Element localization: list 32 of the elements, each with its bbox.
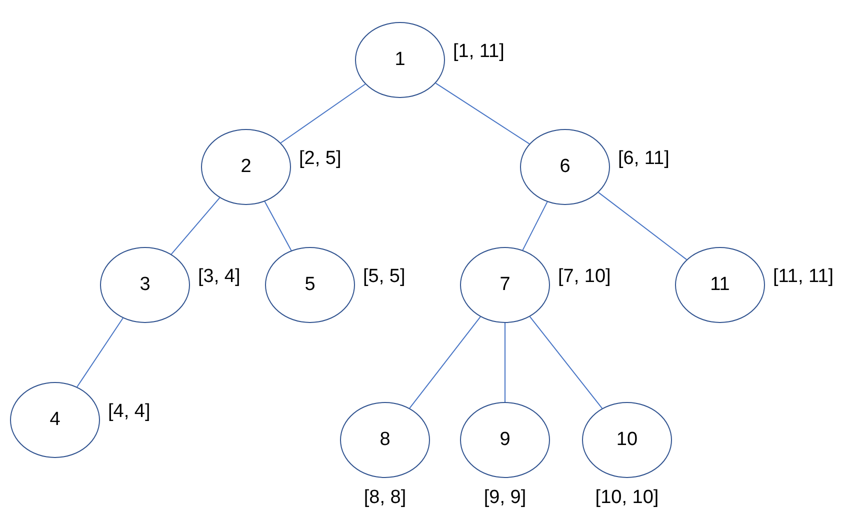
node-number: 5 bbox=[304, 272, 316, 297]
connector-line bbox=[435, 82, 530, 144]
node-number: 4 bbox=[50, 408, 60, 432]
node-number: 11 bbox=[710, 272, 730, 297]
node-number: 8 bbox=[380, 428, 390, 452]
interval-label: [6, 11] bbox=[618, 147, 670, 171]
connector-line bbox=[529, 316, 603, 409]
node-number: 6 bbox=[560, 154, 570, 179]
node-number: 3 bbox=[140, 272, 150, 297]
interval-label: [5, 5] bbox=[363, 265, 406, 289]
interval-label: [4, 4] bbox=[108, 400, 150, 424]
interval-label: [10, 10] bbox=[594, 486, 660, 510]
interval-label: [9, 9] bbox=[482, 486, 528, 510]
connector-line bbox=[522, 201, 548, 251]
interval-label: [2, 5] bbox=[299, 147, 342, 171]
interval-label: [7, 10] bbox=[558, 265, 611, 289]
node-number: 2 bbox=[240, 154, 252, 179]
connector-line bbox=[170, 197, 220, 255]
interval-label: [1, 11] bbox=[453, 40, 504, 64]
interval-label: [3, 4] bbox=[198, 265, 240, 289]
connector-line bbox=[76, 318, 124, 388]
interval-label: [8, 8] bbox=[362, 486, 408, 510]
node-number: 9 bbox=[500, 428, 510, 452]
connector-line bbox=[409, 316, 481, 409]
node-number: 1 bbox=[394, 48, 406, 72]
interval-label: [11, 11] bbox=[773, 265, 834, 289]
connector-line bbox=[280, 84, 366, 144]
node-number: 7 bbox=[500, 272, 510, 297]
node-number: 10 bbox=[616, 428, 638, 452]
connector-line bbox=[264, 201, 292, 251]
connector-line bbox=[504, 322, 506, 402]
connector-line bbox=[598, 192, 688, 260]
